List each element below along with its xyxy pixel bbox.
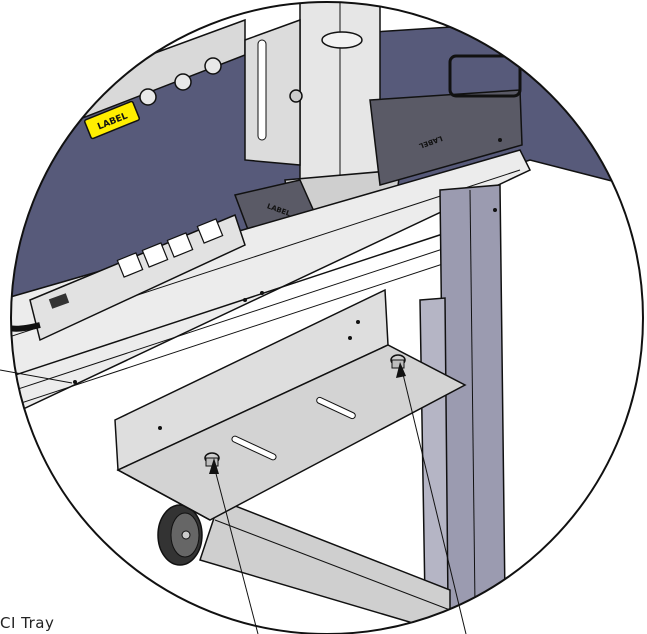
tray-screw-left [204,452,220,467]
tray-caption: CI Tray [0,614,55,632]
power-switch [48,293,70,309]
tray-screw-right [390,354,406,369]
left-frame-post [419,297,449,606]
bracket-knob [289,89,303,103]
tray-slot [316,396,356,420]
caster-wheel [157,504,203,566]
tray-slot [231,435,277,461]
bottom-rail [199,499,451,634]
detail-circle-border [10,1,644,634]
leader-line-left [0,369,73,384]
horizontal-rail [11,149,532,422]
rivet-holes [73,138,502,430]
leader-arrow-left-screw [209,458,259,634]
power-outlets [116,218,224,278]
right-tray [369,89,523,186]
power-cord [11,322,41,332]
yellow-label-sticker: LABEL [84,100,140,140]
leader-arrow-right-screw [396,362,467,634]
